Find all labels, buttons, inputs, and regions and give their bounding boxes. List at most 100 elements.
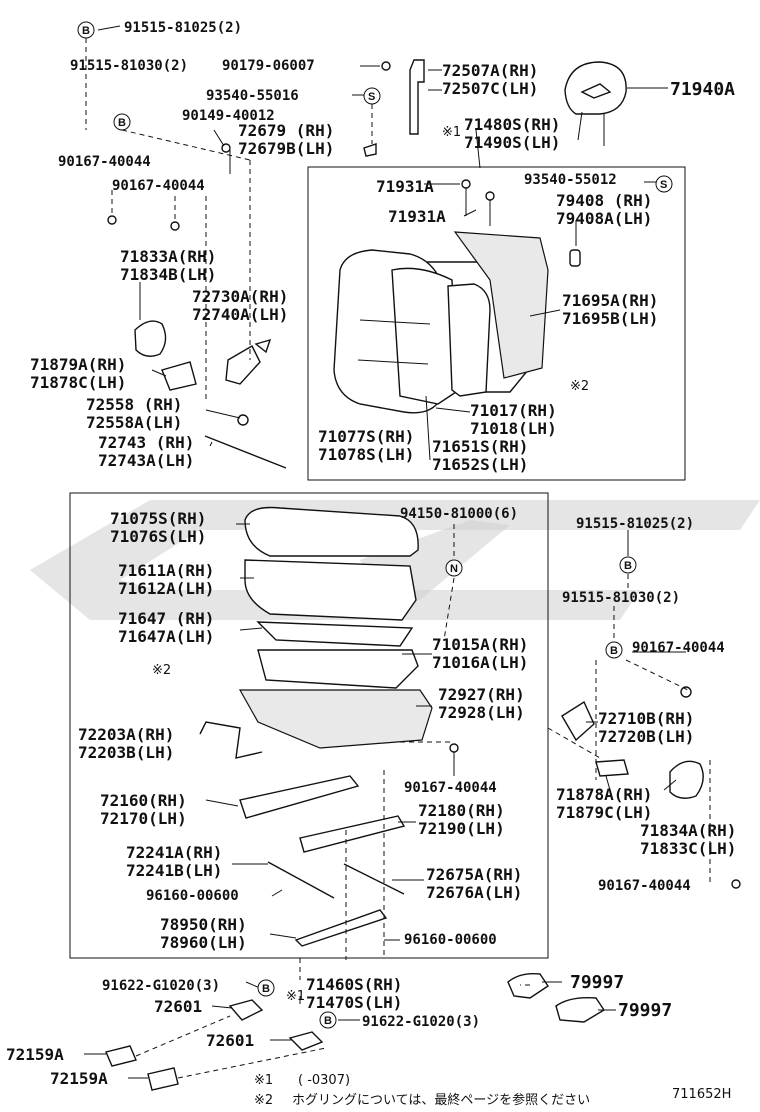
part-label: 72203A(RH) [78, 725, 174, 744]
part-label: 72558A(LH) [86, 413, 182, 432]
part-label: 72507A(RH) [442, 61, 538, 80]
part-label: 71015A(RH) [432, 635, 528, 654]
part-label: 71078S(LH) [318, 445, 414, 464]
part-label: 93540-55012 [524, 172, 617, 188]
callout-b-1 [77, 21, 95, 39]
part-label: 71652S(LH) [432, 455, 528, 474]
headrest [564, 61, 668, 146]
part-label: 71490S(LH) [464, 133, 560, 152]
part-label: 72159A [6, 1045, 64, 1064]
footnotes: ※1 ( -0307) ※2 ホグリングについては、最終ページを参照ください 7… [254, 1073, 731, 1108]
part-label: 71931A [376, 177, 434, 196]
callout-b-3-text: B [624, 560, 632, 572]
seat-cushion-stack [199, 506, 459, 947]
part-label: 72241B(LH) [126, 861, 222, 880]
part-label: 96160-00600 [404, 932, 497, 948]
part-label: 79408 (RH) [556, 191, 652, 210]
part-label: 71833A(RH) [120, 247, 216, 266]
part-label: 72675A(RH) [426, 865, 522, 884]
part-label: 71647A(LH) [118, 627, 214, 646]
seatback-frame [307, 166, 686, 481]
part-label: 71647 (RH) [118, 609, 214, 628]
covers [105, 972, 605, 1091]
callout-s-1-text: S [368, 91, 375, 103]
part-label: 94150-81000(6) [400, 506, 518, 522]
part-label: 96160-00600 [146, 888, 239, 904]
callout-b-4 [605, 641, 623, 659]
diagram-code: 711652H [672, 1087, 731, 1102]
part-label: 72679B(LH) [238, 139, 334, 158]
part-label: 71879C(LH) [556, 803, 652, 822]
part-label: 71940A [670, 79, 735, 100]
part-label: 71480S(RH) [464, 115, 560, 134]
part-label: 72190(LH) [418, 819, 505, 838]
part-label: 71075S(RH) [110, 509, 206, 528]
part-label: 72676A(LH) [426, 883, 522, 902]
part-label: 72927(RH) [438, 685, 525, 704]
part-label: 79997 [570, 972, 624, 993]
part-label: 90149-40012 [182, 108, 275, 124]
part-label: 93540-55016 [206, 88, 299, 104]
part-label: 71077S(RH) [318, 427, 414, 446]
part-label: 72743 (RH) [98, 433, 194, 452]
part-label: 72507C(LH) [442, 79, 538, 98]
footnote-1-text: ( -0307) [298, 1073, 350, 1088]
part-label: 72730A(RH) [192, 287, 288, 306]
part-label: 72159A [50, 1069, 108, 1088]
right-brackets [561, 686, 741, 889]
part-label: 72241A(RH) [126, 843, 222, 862]
callout-n [445, 559, 463, 577]
part-label: 91622-G1020(3) [362, 1014, 480, 1030]
mark-note: ※1 [442, 125, 461, 140]
callout-s-2 [655, 175, 673, 193]
part-label: 91515-81025(2) [576, 516, 694, 532]
part-label: 79997 [618, 1000, 672, 1021]
part-label: 91515-81030(2) [562, 590, 680, 606]
part-label: 71834A(RH) [640, 821, 736, 840]
part-label: 72170(LH) [100, 809, 187, 828]
part-label: 71016A(LH) [432, 653, 528, 672]
part-label: 72679 (RH) [238, 121, 334, 140]
part-label: 90167-40044 [112, 178, 205, 194]
part-label: 71695A(RH) [562, 291, 658, 310]
part-label: 72601 [154, 997, 202, 1016]
callout-b-3 [619, 556, 637, 574]
part-label: 71470S(LH) [306, 993, 402, 1012]
part-label: 71651S(RH) [432, 437, 528, 456]
part-label: 71834B(LH) [120, 265, 216, 284]
callout-b-1-text: B [82, 25, 90, 37]
callout-b-5-text: B [262, 983, 270, 995]
callout-n-text: N [450, 563, 458, 575]
part-label: 72743A(LH) [98, 451, 194, 470]
part-label: 72710B(RH) [598, 709, 694, 728]
part-label: 78960(LH) [160, 933, 247, 952]
part-labels: 91515-81025(2) 91515-81030(2) 90179-0600… [6, 20, 736, 1088]
part-label: 72601 [206, 1031, 254, 1050]
callout-b-5 [257, 979, 275, 997]
part-label: 71611A(RH) [118, 561, 214, 580]
part-label: 72740A(LH) [192, 305, 288, 324]
part-label: 71931A [388, 207, 446, 226]
part-label: 72558 (RH) [86, 395, 182, 414]
seatback-assembly [333, 179, 581, 414]
cushion-frame [69, 492, 549, 959]
part-label: 72203B(LH) [78, 743, 174, 762]
callout-b-4-text: B [610, 645, 618, 657]
part-label: 71076S(LH) [110, 527, 206, 546]
part-label: 91622-G1020(3) [102, 978, 220, 994]
part-label: 71612A(LH) [118, 579, 214, 598]
callout-b-6 [319, 1011, 337, 1029]
mark-note: ※2 [570, 379, 589, 394]
callout-s-1 [363, 87, 381, 105]
callout-s-2-text: S [660, 179, 667, 191]
part-label: 71879A(RH) [30, 355, 126, 374]
footnote-2-text: ホグリングについては、最終ページを参照ください [292, 1092, 590, 1108]
part-label: 71833C(LH) [640, 839, 736, 858]
mark-note: ※1 [286, 989, 305, 1004]
part-label: 72720B(LH) [598, 727, 694, 746]
part-label: 71695B(LH) [562, 309, 658, 328]
part-label: 90167-40044 [632, 640, 725, 656]
part-label: 72928(LH) [438, 703, 525, 722]
